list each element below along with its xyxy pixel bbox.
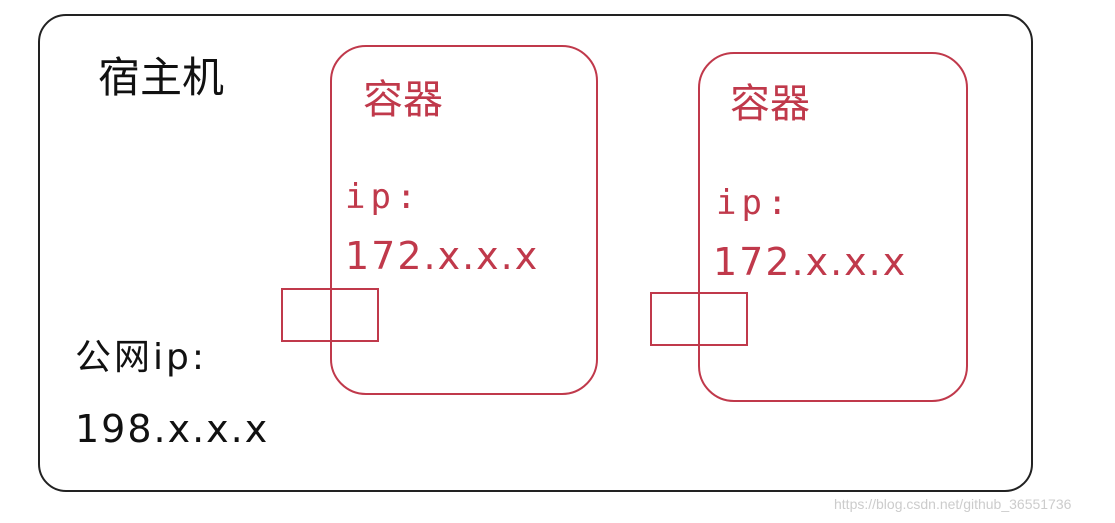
container-1-ip-value: 172.x.x.x: [345, 234, 540, 278]
public-ip-label: 公网ip:: [75, 337, 207, 378]
container-box-1: [330, 45, 598, 395]
container-1-title: 容器: [363, 77, 443, 123]
container-box-2: [698, 52, 968, 402]
port-mapping-box-1: [281, 288, 379, 342]
port-mapping-box-2: [650, 292, 748, 346]
container-2-ip-value: 172.x.x.x: [713, 240, 908, 284]
host-title: 宿主机: [98, 53, 225, 102]
container-2-title: 容器: [730, 81, 810, 127]
watermark: https://blog.csdn.net/github_36551736: [834, 496, 1072, 512]
public-ip-value: 198.x.x.x: [75, 407, 270, 451]
container-2-ip-label: ip:: [716, 183, 793, 223]
host-machine-box: [38, 14, 1033, 492]
container-1-ip-label: ip:: [345, 177, 422, 217]
